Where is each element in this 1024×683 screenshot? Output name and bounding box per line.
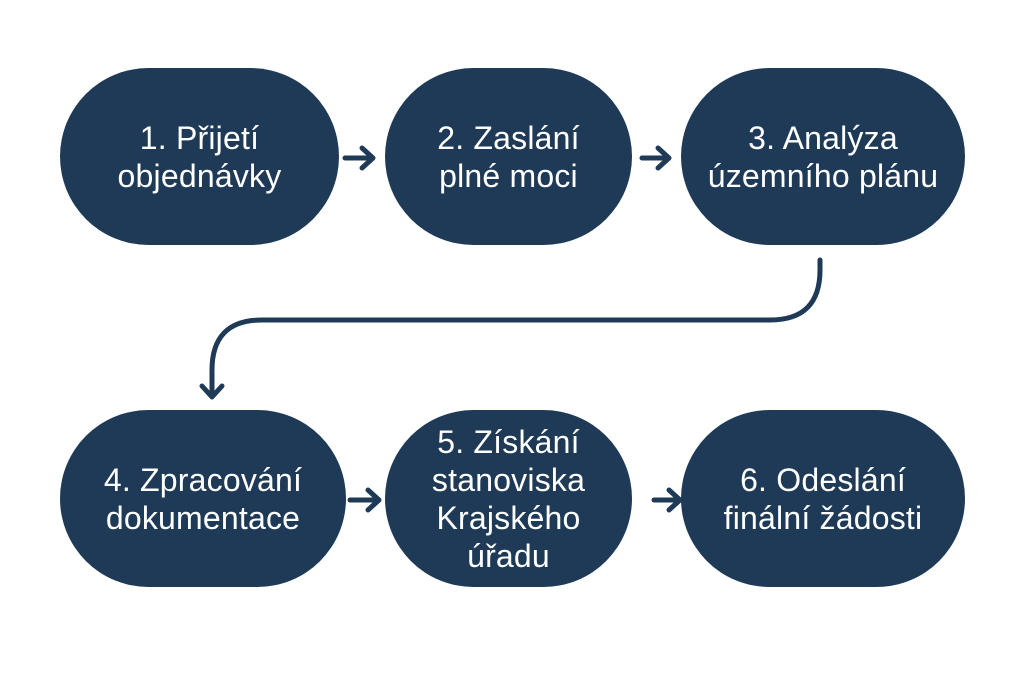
arrow-step2-to-step3 bbox=[639, 145, 672, 171]
step-label: 4. Zpracování dokumentace bbox=[103, 461, 303, 536]
step-node-5: 5. Získání stanoviska Krajského úřadu bbox=[385, 410, 632, 587]
step-label: 5. Získání stanoviska Krajského úřadu bbox=[431, 423, 586, 574]
step-node-2: 2. Zaslání plné moci bbox=[385, 68, 632, 245]
step-node-6: 6. Odeslání finální žádosti bbox=[681, 410, 965, 587]
step-label: 6. Odeslání finální žádosti bbox=[723, 461, 923, 536]
step-node-1: 1. Přijetí objednávky bbox=[60, 68, 339, 245]
step-node-3: 3. Analýza územního plánu bbox=[681, 68, 965, 245]
step-label: 2. Zaslání plné moci bbox=[437, 119, 580, 194]
arrow-step4-to-step5 bbox=[347, 487, 382, 513]
arrow-step5-to-step6 bbox=[651, 487, 683, 513]
step-node-4: 4. Zpracování dokumentace bbox=[60, 410, 346, 587]
arrow-step1-to-step2 bbox=[342, 145, 376, 171]
arrow-step3-to-step4 bbox=[199, 257, 823, 400]
step-label: 3. Analýza územního plánu bbox=[707, 119, 939, 194]
step-label: 1. Přijetí objednávky bbox=[117, 119, 282, 194]
